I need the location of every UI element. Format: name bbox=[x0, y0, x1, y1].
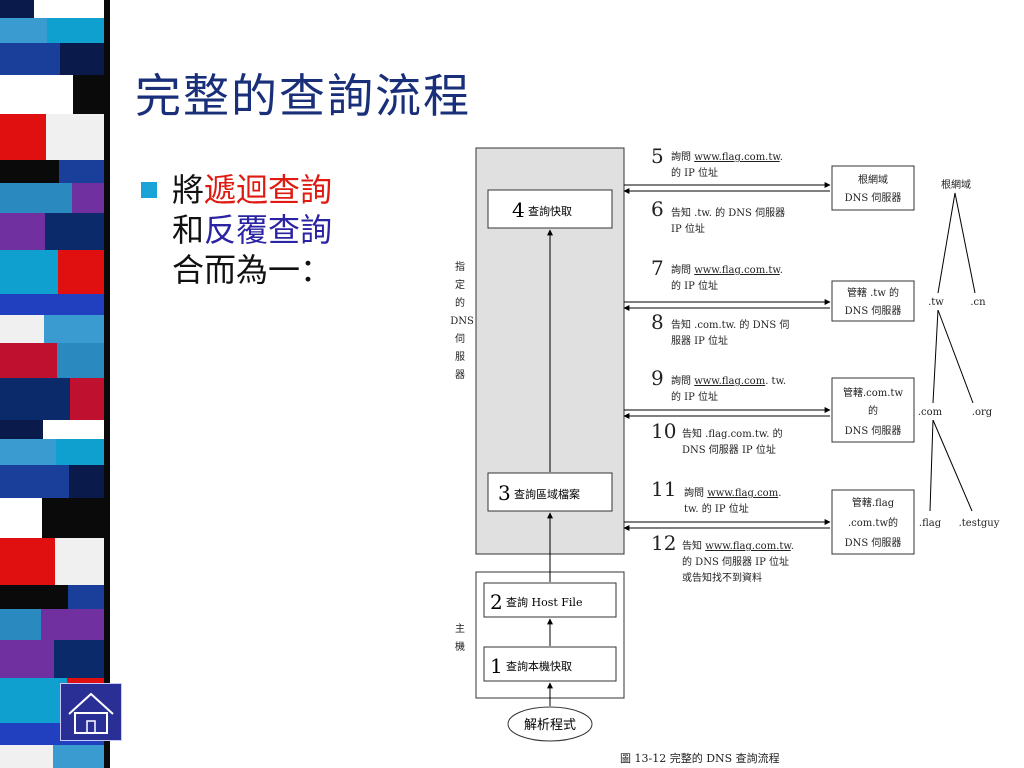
bullet-line-1: 將遞迴查詢 bbox=[172, 170, 332, 210]
svg-text:服器 IP 位址: 服器 IP 位址 bbox=[671, 334, 728, 347]
step-11: 11 詢問 www.flag.com. tw. 的 IP 位址 bbox=[651, 477, 781, 515]
specified-dns-label: 指 定 的 DNS 伺 服 器 bbox=[450, 260, 474, 381]
svg-text:IP 位址: IP 位址 bbox=[671, 222, 705, 235]
svg-text:的 IP 位址: 的 IP 位址 bbox=[671, 166, 718, 179]
svg-text:的 IP 位址: 的 IP 位址 bbox=[671, 390, 718, 403]
svg-text:.testguy: .testguy bbox=[959, 518, 1000, 529]
step-6: 6 告知 .tw. 的 DNS 伺服器 IP 位址 bbox=[651, 197, 785, 235]
svg-text:解析程式: 解析程式 bbox=[524, 718, 576, 733]
svg-text:的: 的 bbox=[868, 404, 878, 417]
svg-text:器: 器 bbox=[455, 369, 465, 381]
page-title: 完整的查詢流程 bbox=[135, 69, 471, 123]
figure-caption: 圖 13-12 完整的 DNS 查詢流程 bbox=[620, 751, 780, 765]
svg-text:3: 3 bbox=[498, 481, 511, 505]
svg-text:管轄 .tw 的: 管轄 .tw 的 bbox=[847, 286, 899, 299]
svg-text:5: 5 bbox=[651, 144, 664, 168]
svg-text:詢問 www.flag.com.: 詢問 www.flag.com. bbox=[684, 486, 781, 499]
svg-text:DNS 伺服器 IP 位址: DNS 伺服器 IP 位址 bbox=[682, 443, 776, 456]
svg-text:詢問 www.flag.com. tw.: 詢問 www.flag.com. tw. bbox=[671, 374, 786, 387]
svg-text:查詢快取: 查詢快取 bbox=[528, 204, 572, 218]
svg-text:11: 11 bbox=[651, 477, 676, 501]
svg-text:9: 9 bbox=[651, 366, 664, 390]
home-button[interactable] bbox=[60, 683, 122, 741]
svg-text:定: 定 bbox=[455, 278, 465, 291]
svg-text:告知 .flag.com.tw. 的: 告知 .flag.com.tw. 的 bbox=[682, 427, 783, 440]
svg-text:詢問 www.flag.com.tw.: 詢問 www.flag.com.tw. bbox=[671, 263, 783, 276]
svg-text:或告知找不到資料: 或告知找不到資料 bbox=[682, 571, 762, 584]
step-5: 5 詢問 www.flag.com.tw. 的 IP 位址 bbox=[651, 144, 783, 179]
iterative-query-term: 反覆查詢 bbox=[204, 211, 333, 249]
svg-text:告知 .com.tw. 的 DNS 伺: 告知 .com.tw. 的 DNS 伺 bbox=[671, 318, 789, 331]
svg-text:詢問 www.flag.com.tw.: 詢問 www.flag.com.tw. bbox=[671, 150, 783, 163]
home-icon bbox=[68, 692, 114, 734]
svg-text:.flag: .flag bbox=[919, 518, 942, 529]
svg-text:主: 主 bbox=[455, 623, 465, 635]
svg-text:DNS 伺服器: DNS 伺服器 bbox=[845, 424, 902, 437]
svg-text:根網域: 根網域 bbox=[858, 173, 888, 186]
bullet-marker bbox=[141, 182, 157, 198]
svg-text:的 IP 位址: 的 IP 位址 bbox=[671, 279, 718, 292]
svg-text:機: 機 bbox=[455, 640, 465, 653]
svg-text:服: 服 bbox=[455, 351, 465, 363]
svg-text:告知 .tw. 的 DNS 伺服器: 告知 .tw. 的 DNS 伺服器 bbox=[671, 206, 785, 219]
svg-text:的: 的 bbox=[455, 296, 465, 309]
svg-text:10: 10 bbox=[651, 419, 676, 443]
flag-com-tw-dns-server-box: 管轄.flag .com.tw的 DNS 伺服器 bbox=[831, 489, 915, 555]
svg-text:查詢 Host File: 查詢 Host File bbox=[506, 595, 582, 609]
svg-text:伺: 伺 bbox=[455, 332, 465, 345]
svg-text:管轄.com.tw: 管轄.com.tw bbox=[843, 386, 903, 399]
svg-text:DNS 伺服器: DNS 伺服器 bbox=[845, 536, 902, 549]
svg-text:查詢本機快取: 查詢本機快取 bbox=[506, 659, 572, 673]
svg-text:2: 2 bbox=[490, 590, 503, 614]
svg-text:.org: .org bbox=[972, 407, 993, 418]
step-9: 9 詢問 www.flag.com. tw. 的 IP 位址 bbox=[651, 366, 786, 403]
bullet-line-2: 和反覆查詢 bbox=[172, 210, 332, 250]
decorative-stripe bbox=[0, 0, 110, 768]
tw-dns-server-box: 管轄 .tw 的 DNS 伺服器 bbox=[831, 280, 915, 322]
box-query-host-file: 2 查詢 Host File bbox=[483, 582, 617, 618]
box-query-zone-file: 3 查詢區域檔案 bbox=[487, 472, 613, 512]
svg-text:.tw: .tw bbox=[928, 297, 944, 308]
svg-text:DNS 伺服器: DNS 伺服器 bbox=[845, 304, 902, 317]
bullet-prefix-2: 和 bbox=[172, 211, 205, 249]
svg-text:1: 1 bbox=[490, 654, 503, 678]
domain-tree-labels: 根網域 .tw .cn .com .org .flag .testguy bbox=[918, 178, 1000, 529]
svg-text:告知 www.flag.com.tw.: 告知 www.flag.com.tw. bbox=[682, 539, 794, 552]
step-10: 10 告知 .flag.com.tw. 的 DNS 伺服器 IP 位址 bbox=[651, 419, 783, 456]
svg-text:管轄.flag: 管轄.flag bbox=[852, 496, 895, 509]
svg-text:4: 4 bbox=[512, 198, 525, 222]
svg-text:DNS: DNS bbox=[450, 316, 474, 327]
svg-text:tw. 的 IP 位址: tw. 的 IP 位址 bbox=[684, 502, 749, 515]
svg-text:DNS 伺服器: DNS 伺服器 bbox=[845, 191, 902, 204]
bullet-line-3: 合而為一： bbox=[172, 251, 333, 289]
svg-text:6: 6 bbox=[651, 197, 664, 221]
bullet-text: 將遞迴查詢 和反覆查詢 合而為一： bbox=[172, 170, 332, 290]
svg-text:8: 8 bbox=[651, 310, 664, 334]
query-arrows bbox=[623, 182, 831, 531]
dns-query-diagram: 指 定 的 DNS 伺 服 器 主 機 4 查詢快取 3 查詢區域檔案 2 查詢… bbox=[450, 144, 1000, 765]
bullet-prefix-1: 將 bbox=[172, 171, 205, 209]
host-label: 主 機 bbox=[455, 623, 465, 653]
svg-text:7: 7 bbox=[651, 256, 664, 280]
root-dns-server-box: 根網域 DNS 伺服器 bbox=[831, 165, 915, 211]
com-tw-dns-server-box: 管轄.com.tw 的 DNS 伺服器 bbox=[831, 377, 915, 443]
box-query-local-cache: 1 查詢本機快取 bbox=[483, 646, 617, 682]
svg-text:.com.tw的: .com.tw的 bbox=[848, 516, 898, 529]
svg-text:.com: .com bbox=[918, 407, 943, 418]
svg-text:查詢區域檔案: 查詢區域檔案 bbox=[514, 487, 580, 501]
step-7: 7 詢問 www.flag.com.tw. 的 IP 位址 bbox=[651, 256, 783, 292]
recursive-query-term: 遞迴查詢 bbox=[204, 171, 333, 209]
box-query-cache: 4 查詢快取 bbox=[487, 189, 613, 229]
step-12: 12 告知 www.flag.com.tw. 的 DNS 伺服器 IP 位址 或… bbox=[651, 531, 794, 584]
resolver-ellipse: 解析程式 bbox=[507, 706, 593, 742]
step-8: 8 告知 .com.tw. 的 DNS 伺 服器 IP 位址 bbox=[651, 310, 789, 347]
svg-text:.cn: .cn bbox=[970, 297, 986, 308]
domain-tree bbox=[929, 192, 976, 512]
svg-text:12: 12 bbox=[651, 531, 676, 555]
svg-text:指: 指 bbox=[455, 260, 465, 273]
svg-text:根網域: 根網域 bbox=[941, 178, 971, 191]
svg-text:的 DNS 伺服器 IP 位址: 的 DNS 伺服器 IP 位址 bbox=[682, 555, 789, 568]
